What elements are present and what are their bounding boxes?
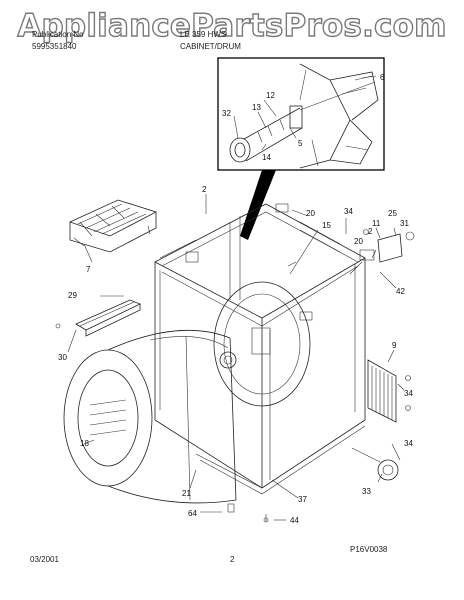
callout-5: 5: [298, 139, 303, 148]
callout-34a: 34: [344, 207, 353, 216]
callout-6: 6: [380, 73, 385, 82]
callout-33: 33: [362, 487, 371, 496]
callout-32: 32: [222, 109, 231, 118]
callout-34b: 34: [404, 389, 413, 398]
publication-label: Publication No: [32, 30, 84, 39]
detail-pointer-arrow: [240, 170, 276, 240]
callout-2a: 2: [202, 185, 207, 194]
exhaust-duct: [367, 359, 397, 423]
callout-labels: 6 12 13 32 5 14 2 2 20 20 34 15 11 25 31…: [58, 73, 413, 525]
publication-number: 5995351840: [32, 42, 77, 51]
switch-part: [351, 447, 399, 481]
callout-21: 21: [182, 489, 191, 498]
callout-12: 12: [266, 91, 275, 100]
callout-14: 14: [262, 153, 271, 162]
page-number: 2: [230, 555, 235, 564]
callout-31: 31: [400, 219, 409, 228]
watermark: AppliancePartsPros.com: [17, 7, 447, 44]
section-title: CABINET/DRUM: [180, 42, 241, 51]
callout-44: 44: [290, 516, 299, 525]
lint-trap: [75, 299, 141, 337]
leader-lines: [67, 194, 405, 521]
callout-30: 30: [58, 353, 67, 362]
model-number: LE 359 HWS: [180, 30, 227, 39]
callout-25: 25: [388, 209, 397, 218]
callout-29: 29: [68, 291, 77, 300]
callout-11: 11: [372, 219, 381, 228]
drum-rack: [68, 199, 158, 253]
callout-64: 64: [188, 509, 197, 518]
figure-id: P16V0038: [350, 545, 388, 554]
callout-20b: 20: [354, 237, 363, 246]
callout-18: 18: [80, 439, 89, 448]
callout-2b: 2: [368, 227, 373, 236]
callout-15: 15: [322, 221, 331, 230]
callout-34c: 34: [404, 439, 413, 448]
callout-13: 13: [252, 103, 261, 112]
callout-9: 9: [392, 341, 397, 350]
small-parts: [55, 203, 415, 523]
callout-7: 7: [86, 265, 91, 274]
footer-date: 03/2001: [30, 555, 59, 564]
callout-20a: 20: [306, 209, 315, 218]
inset-detail: [217, 57, 385, 171]
callout-37: 37: [298, 495, 307, 504]
drum: [63, 281, 311, 504]
callout-42: 42: [396, 287, 405, 296]
